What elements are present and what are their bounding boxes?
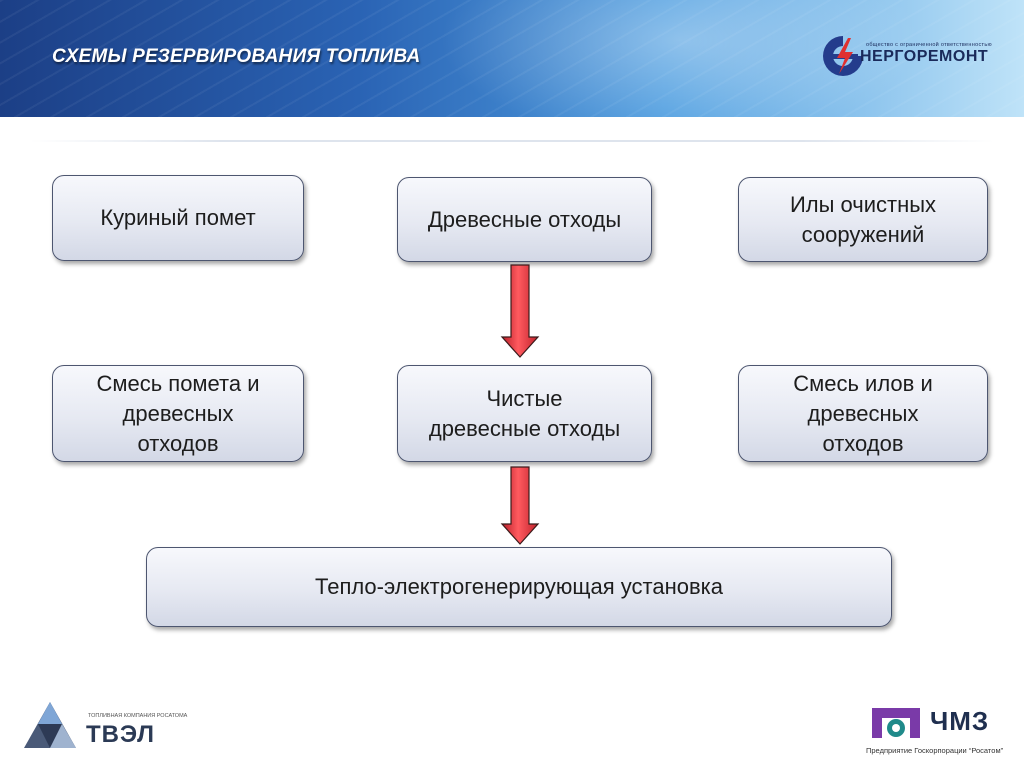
logo-name: НЕРГОРЕМОНТ <box>860 48 989 65</box>
tvel-tagline: ТОПЛИВНАЯ КОМПАНИЯ РОСАТОМА <box>88 713 188 719</box>
box-heat-power-plant: Тепло-электрогенерирующая установка <box>146 547 892 627</box>
arrow-down-icon <box>500 466 540 545</box>
box-wood-waste-label: Древесные отходы <box>427 206 622 232</box>
box-manure-wood-mix: Смесь помета и древесных отходов <box>52 365 304 462</box>
box-chicken-manure: Куриный помет <box>52 175 304 261</box>
slide-header: СХЕМЫ РЕЗЕРВИРОВАНИЯ ТОПЛИВА общество с … <box>0 0 1024 117</box>
box-heat-power-plant-label: Тепло-электрогенерирующая установка <box>315 574 723 599</box>
tvel-logo: ТОПЛИВНАЯ КОМПАНИЯ РОСАТОМА ТВЭЛ <box>22 700 202 752</box>
energoremont-logo: общество с ограниченной ответственностью… <box>820 32 1010 82</box>
box-sludge-wood-mix-label: Смесь илов и древесных отходов <box>793 370 933 456</box>
box-manure-wood-mix-label: Смесь помета и древесных отходов <box>96 370 260 456</box>
tvel-emblem-icon <box>24 702 76 748</box>
divider <box>30 140 994 142</box>
box-sludge-wood-mix: Смесь илов и древесных отходов <box>738 365 988 462</box>
chmz-emblem-icon <box>872 708 920 738</box>
box-wood-waste: Древесные отходы <box>397 177 652 262</box>
chmz-logo: ЧМЗ Предприятие Госкорпорации “Росатом” <box>866 700 1016 760</box>
page-title: СХЕМЫ РЕЗЕРВИРОВАНИЯ ТОПЛИВА <box>52 46 421 67</box>
box-clean-wood-waste-label: Чистые древесные отходы <box>428 385 621 441</box>
logo-tagline: общество с ограниченной ответственностью <box>866 42 992 48</box>
box-chicken-manure-label: Куриный помет <box>100 205 256 230</box>
box-sewage-sludge-label: Илы очистных сооружений <box>789 191 937 247</box>
arrow-down-icon <box>500 264 540 358</box>
tvel-name: ТВЭЛ <box>86 721 155 748</box>
box-sewage-sludge: Илы очистных сооружений <box>738 177 988 262</box>
box-clean-wood-waste: Чистые древесные отходы <box>397 365 652 462</box>
energoremont-emblem-icon <box>823 36 863 76</box>
chmz-caption: Предприятие Госкорпорации “Росатом” <box>866 746 1004 755</box>
chmz-name: ЧМЗ <box>930 706 990 736</box>
